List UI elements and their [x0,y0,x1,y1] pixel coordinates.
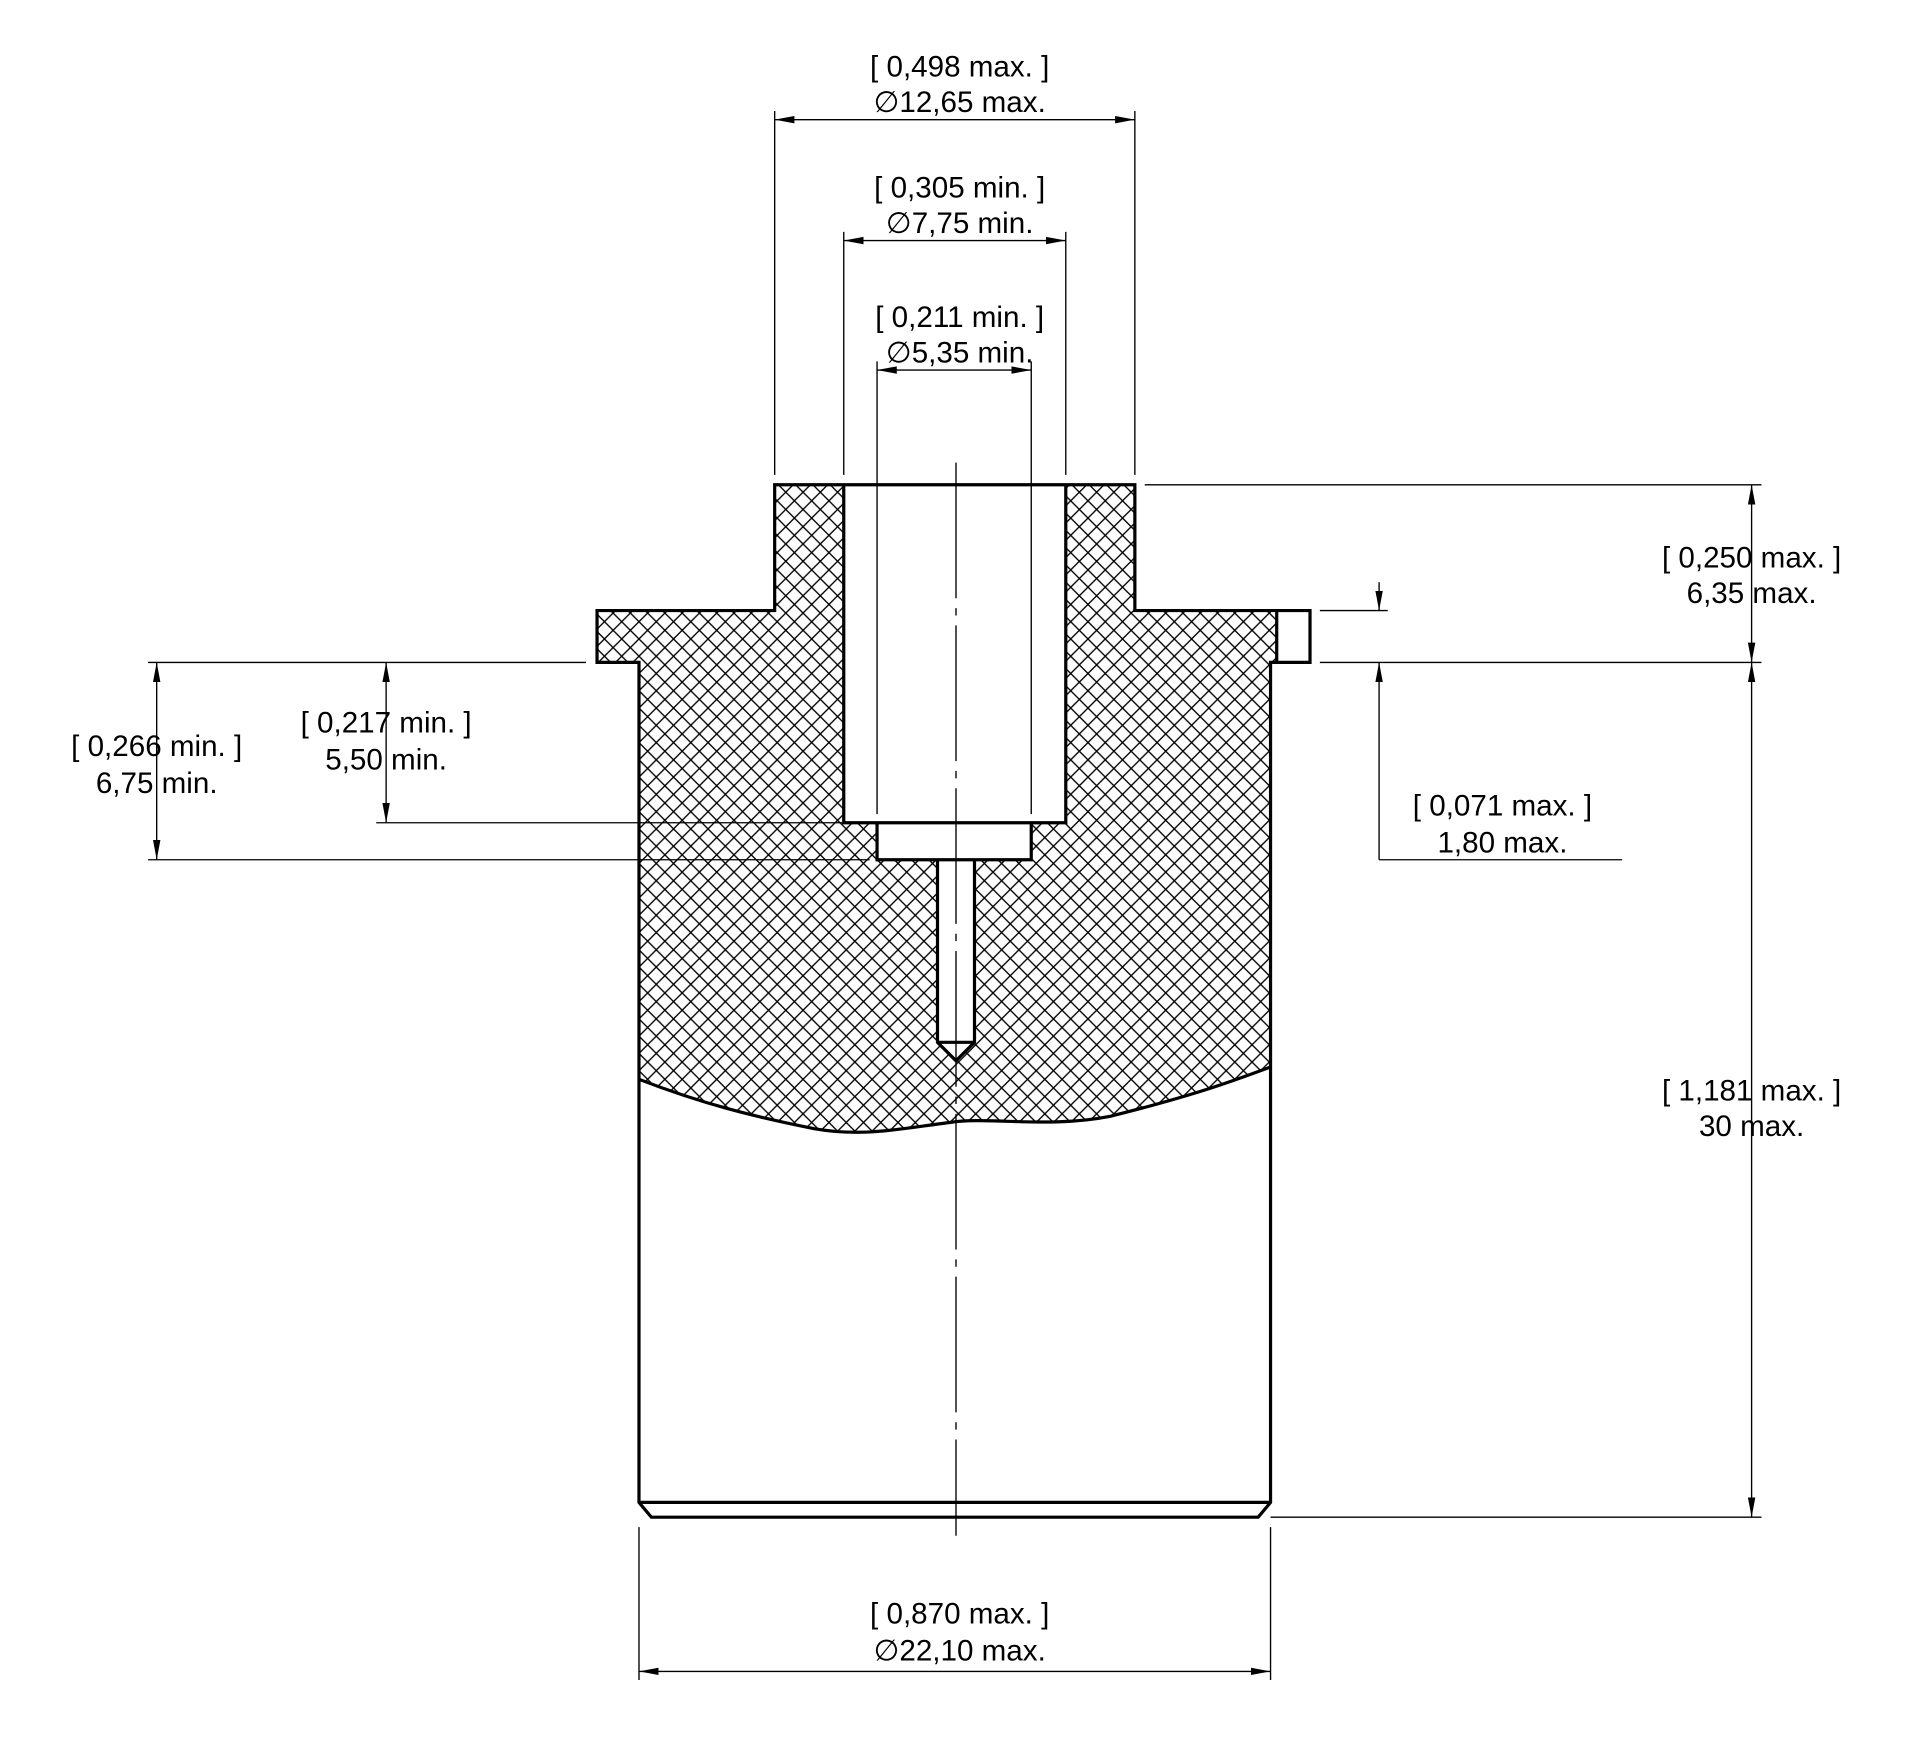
dimension-metric-counterbore-diameter: ∅5,35 min. [886,337,1034,370]
dimension-imperial-counterbore-diameter: [ 0,211 min. ] [875,301,1044,334]
dimension-labels: [ 0,498 max. ]∅12,65 max.[ 0,305 min. ]∅… [71,50,1841,1667]
dimension-metric-body-diameter: ∅22,10 max. [874,1634,1046,1667]
dimension-metric-recess-depth: 1,80 max. [1437,826,1567,859]
dimension-imperial-bore-depth: [ 0,217 min. ] [301,707,472,740]
dimension-imperial-body-diameter: [ 0,870 max. ] [870,1597,1049,1630]
dimension-imperial-top-outer-diameter: [ 0,498 max. ] [870,50,1049,83]
dimension-metric-pillar-height: 6,35 max. [1687,577,1817,610]
dimension-lines [152,115,1756,1676]
dimension-imperial-bore-diameter: [ 0,305 min. ] [874,171,1045,204]
dimension-imperial-overall-length: [ 1,181 max. ] [1662,1074,1841,1107]
dimension-metric-counterbore-depth: 6,75 min. [96,767,218,800]
dimension-metric-top-outer-diameter: ∅12,65 max. [874,86,1046,119]
dimension-metric-overall-length: 30 max. [1699,1110,1804,1143]
section-hatch [597,484,1311,1133]
dimension-imperial-recess-depth: [ 0,071 max. ] [1413,789,1592,822]
dimension-imperial-pillar-height: [ 0,250 max. ] [1662,541,1841,574]
extension-lines [148,111,1762,1681]
dimension-metric-bore-diameter: ∅7,75 min. [886,207,1034,240]
dimension-metric-bore-depth: 5,50 min. [325,744,447,777]
dimension-imperial-counterbore-depth: [ 0,266 min. ] [71,730,242,763]
